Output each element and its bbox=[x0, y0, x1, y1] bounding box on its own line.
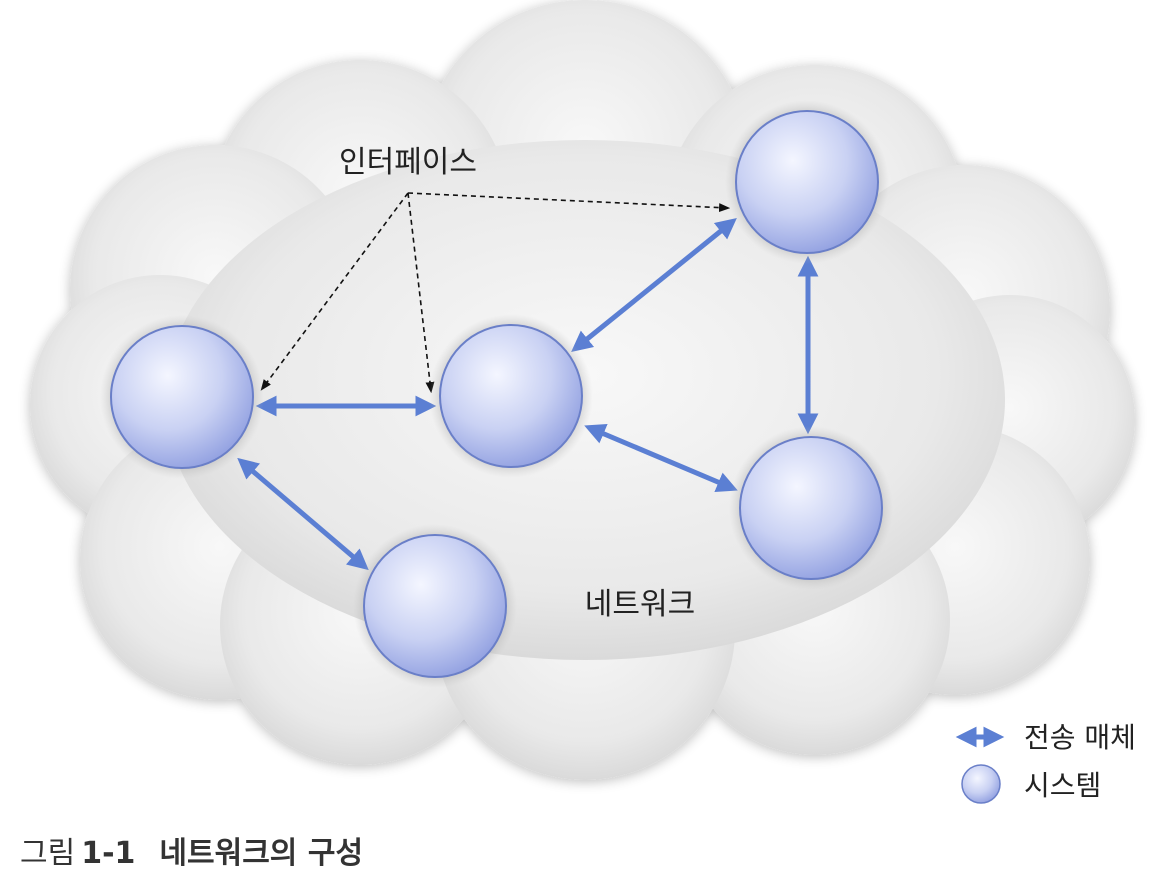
transmission-links bbox=[237, 218, 819, 571]
legend: 전송 매체 시스템 bbox=[955, 721, 1136, 804]
system-node-center bbox=[429, 314, 593, 478]
pointer-to-center-node bbox=[407, 192, 435, 394]
caption-prefix: 그림 bbox=[20, 836, 76, 871]
system-node-top-right bbox=[725, 100, 889, 264]
caption-title: 네트워크의 구성 bbox=[159, 836, 364, 871]
legend-system-label: 시스템 bbox=[1024, 769, 1101, 802]
pointer-to-left-node bbox=[260, 192, 409, 391]
system-node-bottom-right bbox=[729, 426, 893, 590]
legend-medium: 전송 매체 bbox=[955, 721, 1136, 754]
network-label: 네트워크 bbox=[585, 587, 695, 622]
system-node-left bbox=[100, 315, 264, 479]
interface-pointers bbox=[260, 192, 731, 394]
system-nodes bbox=[100, 100, 893, 688]
link-left-bottom bbox=[237, 457, 369, 571]
caption-number: 1-1 bbox=[81, 836, 136, 871]
legend-system: 시스템 bbox=[961, 764, 1101, 804]
legend-system-circle-icon bbox=[961, 764, 1001, 804]
system-node-bottom bbox=[353, 524, 517, 688]
link-center-bottomright bbox=[584, 424, 738, 492]
interface-label: 인터페이스 bbox=[339, 145, 477, 180]
link-center-topright bbox=[571, 218, 737, 352]
legend-medium-label: 전송 매체 bbox=[1024, 721, 1136, 754]
